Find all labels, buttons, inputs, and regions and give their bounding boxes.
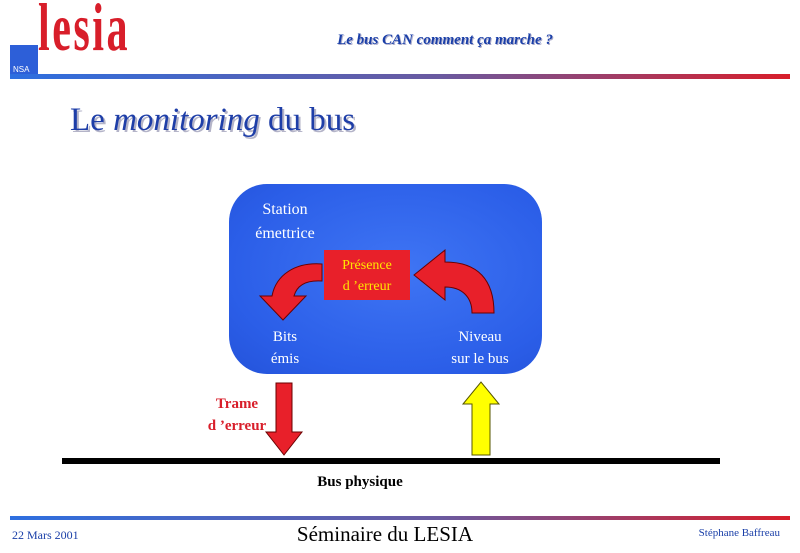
logo-text: lesia — [38, 0, 131, 65]
header-divider — [10, 74, 790, 79]
footer-date: 22 Mars 2001 — [12, 528, 79, 542]
physical-bus-line — [62, 458, 720, 464]
trame-label-line2: d ’erreur — [207, 418, 267, 434]
error-label-line2: d ’erreur — [342, 279, 392, 294]
footer-author: Stéphane Baffreau — [698, 527, 780, 539]
curved-arrow-right-icon — [413, 248, 495, 314]
logo-blue-block — [10, 45, 38, 75]
station-label-line2: émettrice — [255, 225, 315, 242]
bits-emis-label: Bits émis — [255, 326, 315, 370]
error-label-line1: Présence — [342, 258, 392, 273]
arrow-up-yellow-icon — [461, 381, 501, 456]
arrow-down-red-icon — [264, 382, 304, 456]
slide-title-suffix: du bus — [259, 102, 356, 138]
bits-label-line2: émis — [270, 351, 300, 367]
header-title: Le bus CAN comment ça marche ? — [337, 32, 553, 48]
footer-divider — [10, 516, 790, 520]
error-presence-box: Présence d ’erreur — [324, 250, 410, 300]
trame-label-line1: Trame — [215, 396, 259, 412]
bits-label-line1: Bits — [272, 329, 298, 345]
physical-bus-label: Bus physique — [317, 474, 403, 490]
niveau-label-line1: Niveau — [458, 329, 502, 345]
station-label: Station émettrice — [240, 198, 330, 246]
slide-title-italic: monitoring — [113, 102, 260, 138]
lesia-logo: NSA lesia — [10, 0, 130, 75]
trame-erreur-label: Trame d ’erreur — [198, 393, 276, 437]
slide-title-prefix: Le — [70, 102, 114, 138]
niveau-label-line2: sur le bus — [451, 351, 509, 367]
niveau-bus-label: Niveau sur le bus — [430, 326, 530, 370]
logo-small-text: NSA — [13, 65, 30, 74]
footer-title: Séminaire du LESIA — [296, 522, 474, 546]
curved-arrow-left-icon — [258, 263, 323, 321]
slide-title: Le monitoring du bus — [70, 102, 355, 139]
station-label-line1: Station — [262, 201, 308, 218]
